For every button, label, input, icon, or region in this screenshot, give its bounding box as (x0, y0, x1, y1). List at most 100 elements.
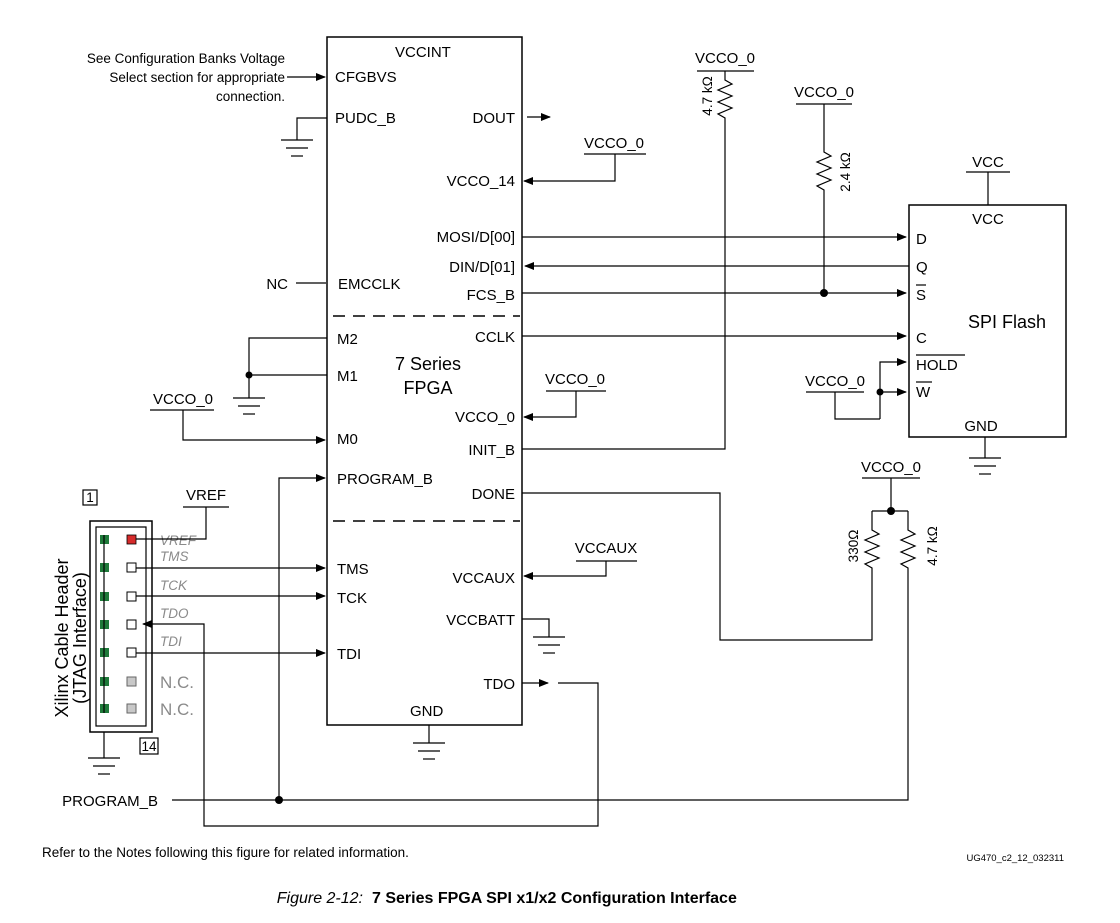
pudc-wire (296, 117, 327, 140)
supply-vccaux-label: VCCAUX (575, 540, 638, 557)
resistor-init-label: 4.7 kΩ (700, 76, 715, 115)
ground-symbol-vccbatt (533, 636, 565, 654)
jtag-signal-tms: TMS (160, 549, 189, 564)
flash-pin-w: W (916, 384, 931, 401)
vcco14-wire (523, 154, 616, 185)
jtag-header-inner (95, 526, 147, 727)
pin-tdi: TDI (337, 646, 361, 663)
fpga-name-line1: 7 Series (395, 354, 461, 374)
jtag-signal-tdo: TDO (160, 606, 189, 621)
supply-vref-label: VREF (186, 487, 226, 504)
resistor-done (522, 492, 881, 641)
pin-emcclk: EMCCLK (338, 276, 401, 293)
program-b-wire (278, 474, 326, 800)
jtag-pin-tck (126, 591, 137, 602)
pin-tdo: TDO (483, 676, 515, 693)
footer-doc-id: UG470_c2_12_032311 (966, 853, 1064, 864)
pin-m2: M2 (337, 331, 358, 348)
jtag-signal-nc2: N.C. (160, 700, 194, 719)
jtag-signal-nc1: N.C. (160, 673, 194, 692)
pin-vccaux: VCCAUX (452, 570, 515, 587)
footer-refer: Refer to the Notes following this figure… (42, 845, 409, 860)
vcco0-pin-wire (523, 391, 577, 421)
program-b-label: PROGRAM_B (62, 793, 158, 810)
flash-pin-c: C (916, 330, 927, 347)
jtag-pin-tdo (126, 619, 137, 630)
pin-pudc-b: PUDC_B (335, 110, 396, 127)
pin-din: DIN/D[01] (449, 259, 515, 276)
fpga-name-line2: FPGA (403, 378, 452, 398)
figure-title: 7 Series FPGA SPI x1/x2 Configuration In… (372, 890, 737, 907)
supply-vcco0-pin-label: VCCO_0 (545, 371, 605, 388)
supply-fcs-label: VCCO_0 (794, 84, 854, 101)
supply-init-label: VCCO_0 (695, 50, 755, 67)
supply-m0-label: VCCO_0 (153, 391, 213, 408)
flash-pin-d: D (916, 231, 927, 248)
flash-pin-hold: HOLD (916, 357, 958, 374)
pin-init-b: INIT_B (468, 442, 515, 459)
pin-tms: TMS (337, 561, 369, 578)
pin-done: DONE (472, 486, 515, 503)
jtag-title-line1: Xilinx Cable Header (52, 558, 72, 717)
pin-vcco-14: VCCO_14 (447, 173, 515, 190)
pin-vcco-0: VCCO_0 (455, 409, 515, 426)
jtag-pin-nc1 (126, 676, 137, 687)
ground-symbol-mode (233, 397, 265, 415)
jtag-pin1-label: 1 (86, 490, 94, 505)
jtag-pin-vref (126, 534, 137, 545)
nc-label: NC (266, 276, 288, 293)
m2-m1-wire (248, 337, 327, 398)
pin-cfgbvs: CFGBVS (335, 69, 397, 86)
jtag-signal-vref: VREF (160, 533, 197, 548)
jtag-ground-pins (100, 535, 109, 713)
flash-pin-vcc: VCC (972, 211, 1004, 228)
jtag-pin-nc2 (126, 703, 137, 714)
jtag-pin14-box (139, 737, 159, 755)
jtag-pin-tms (126, 562, 137, 573)
flash-pin-q: Q (916, 259, 928, 276)
tdo-return-wire (142, 620, 599, 827)
pin-program-b: PROGRAM_B (337, 471, 433, 488)
jtag-pin14-label: 14 (141, 739, 157, 754)
m0-wire (182, 410, 326, 444)
ground-symbol-flash (969, 457, 1001, 475)
vccbatt-wire (522, 618, 550, 637)
junction-hold (876, 388, 884, 396)
pin-vccbatt: VCCBATT (446, 612, 515, 629)
pin-dout: DOUT (473, 110, 516, 127)
jtag-pin1-box (82, 489, 98, 506)
pin-gnd: GND (410, 703, 444, 720)
hold-w-wire (834, 392, 880, 420)
vref-wire (136, 507, 207, 540)
resistor-prog (172, 511, 917, 801)
pin-cclk: CCLK (475, 329, 515, 346)
ground-symbol-jtag (88, 757, 120, 775)
supply-vcco14-label: VCCO_0 (584, 135, 644, 152)
resistor-fcs (815, 104, 833, 293)
supply-flash-vcc-label: VCC (972, 154, 1004, 171)
flash-pin-gnd: GND (964, 418, 998, 435)
pin-fcs-b: FCS_B (467, 287, 515, 304)
resistor-done-label: 330Ω (846, 530, 861, 563)
note-line3: connection. (216, 89, 285, 104)
jtag-signal-tdi: TDI (160, 634, 182, 649)
fpga-block (326, 36, 523, 726)
jtag-signal-tck: TCK (160, 578, 188, 593)
vccaux-wire (523, 561, 607, 580)
figure-number: Figure 2-12: (277, 890, 363, 907)
supply-hold-label: VCCO_0 (805, 373, 865, 390)
pin-tck: TCK (337, 590, 367, 607)
junction-program-b (275, 796, 283, 804)
pin-mosi: MOSI/D[00] (437, 229, 515, 246)
pin-vccint: VCCINT (395, 44, 451, 61)
jtag-header-outer (89, 520, 153, 733)
resistor-init (522, 71, 734, 450)
ground-symbol-pudc (281, 139, 313, 157)
flash-pin-s: S (916, 287, 926, 304)
pin-m0: M0 (337, 431, 358, 448)
pin-m1: M1 (337, 368, 358, 385)
jtag-title-line2: (JTAG Interface) (70, 572, 90, 704)
flash-name: SPI Flash (968, 312, 1046, 332)
note-line2: Select section for appropriate (109, 70, 285, 85)
